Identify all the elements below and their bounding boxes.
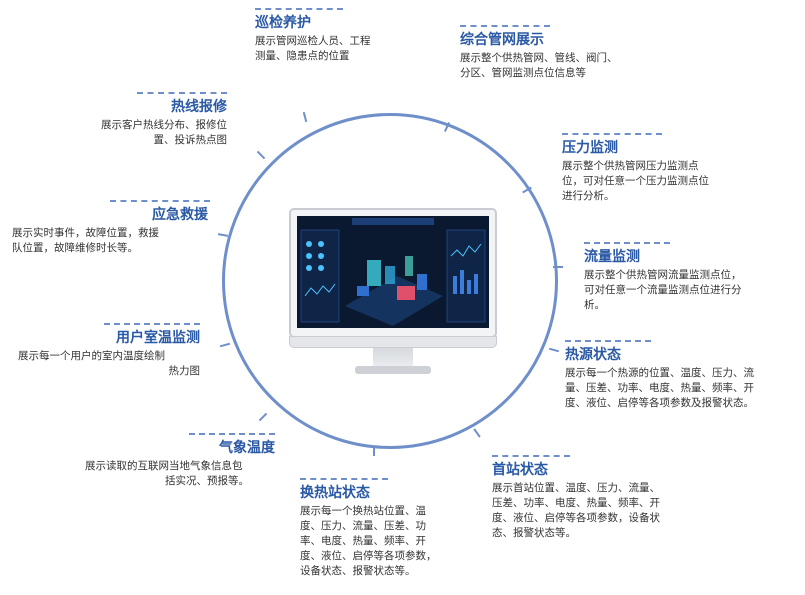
ring-tick [553,266,563,268]
monitor-frame [289,208,497,338]
dashboard-screen [297,216,489,328]
module-title: 流量监测 [584,249,640,265]
dash-line [492,455,570,457]
module-title: 热线报修 [171,99,227,115]
module-desc: 展示读取的互联网当地气象信息包 括实况、预报等。 [85,460,249,487]
monitor-illustration [289,208,497,374]
module-title: 热源状态 [565,347,621,363]
module-emergency: 应急救援 展示实时事件，故障位置，救援 队位置，故障维修时长等。 [12,200,222,256]
dash-line [110,200,210,202]
module-title: 综合管网展示 [460,32,544,48]
ring-tick [548,347,560,353]
module-desc: 展示每一个用户的室内温度绘制 热力图 [18,350,200,377]
module-desc: 展示客户热线分布、报修位 置、投诉热点图 [101,119,227,146]
dash-line [137,92,227,94]
module-flow: 流量监测 展示整个供热管网流量监测点位， 可对任意一个流量监测点位进行分 析。 [584,242,799,313]
dash-line [300,478,388,480]
module-desc: 展示每一个换热站位置、温 度、压力、流量、压差、功 率、电度、热量、频率、开 度… [300,505,437,577]
module-source: 热源状态 展示每一个热源的位置、温度、压力、流 量、压差、功率、电度、热量、频率… [565,340,801,411]
module-hotline: 热线报修 展示客户热线分布、报修位 置、投诉热点图 [62,92,227,148]
module-desc: 展示管网巡检人员、工程 测量、隐患点的位置 [255,35,371,62]
module-patrol: 巡检养护 展示管网巡检人员、工程 测量、隐患点的位置 [255,8,430,64]
dash-line [565,340,651,342]
module-title: 应急救援 [152,207,208,223]
ring-tick [219,342,231,348]
module-station: 换热站状态 展示每一个换热站位置、温 度、压力、流量、压差、功 率、电度、热量、… [300,478,480,579]
monitor-foot [355,366,431,374]
central-ring [222,113,558,449]
dash-line [255,8,343,10]
module-title: 气象温度 [219,440,275,456]
module-desc: 展示整个供热管网压力监测点 位，可对任意一个压力监测点位 进行分析。 [562,160,709,202]
module-title: 巡检养护 [255,15,311,31]
module-head: 首站状态 展示首站位置、温度、压力、流量、 压差、功率、电度、热量、频率、开 度… [492,455,722,541]
module-desc: 展示首站位置、温度、压力、流量、 压差、功率、电度、热量、频率、开 度、液位、启… [492,482,660,539]
module-weather: 气象温度 展示读取的互联网当地气象信息包 括实况、预报等。 [85,433,275,489]
monitor-neck [373,348,413,368]
module-desc: 展示整个供热管网流量监测点位， 可对任意一个流量监测点位进行分 析。 [584,269,742,311]
ring-tick [373,446,375,456]
dash-line [104,323,200,325]
module-title: 用户室温监测 [116,330,200,346]
ring-tick [256,150,266,160]
dash-line [562,133,662,135]
module-title: 换热站状态 [300,485,370,501]
ring-tick [302,111,308,123]
dash-line [460,25,550,27]
dash-line [189,433,275,435]
module-desc: 展示整个供热管网、管线、阀门、 分区、管网监测点位信息等 [460,52,618,79]
dash-line [584,242,670,244]
dashboard-image [297,216,489,328]
module-title: 压力监测 [562,140,618,156]
module-network: 综合管网展示 展示整个供热管网、管线、阀门、 分区、管网监测点位信息等 [460,25,660,81]
module-pressure: 压力监测 展示整个供热管网压力监测点 位，可对任意一个压力监测点位 进行分析。 [562,133,762,204]
module-title: 首站状态 [492,462,548,478]
module-indoor: 用户室温监测 展示每一个用户的室内温度绘制 热力图 [18,323,200,379]
ring-tick [473,428,481,438]
module-desc: 展示每一个热源的位置、温度、压力、流 量、压差、功率、电度、热量、频率、开 度、… [565,367,754,409]
module-desc: 展示实时事件，故障位置，救援 队位置，故障维修时长等。 [12,227,159,254]
monitor-chin [289,336,497,348]
ring-tick [258,412,268,422]
